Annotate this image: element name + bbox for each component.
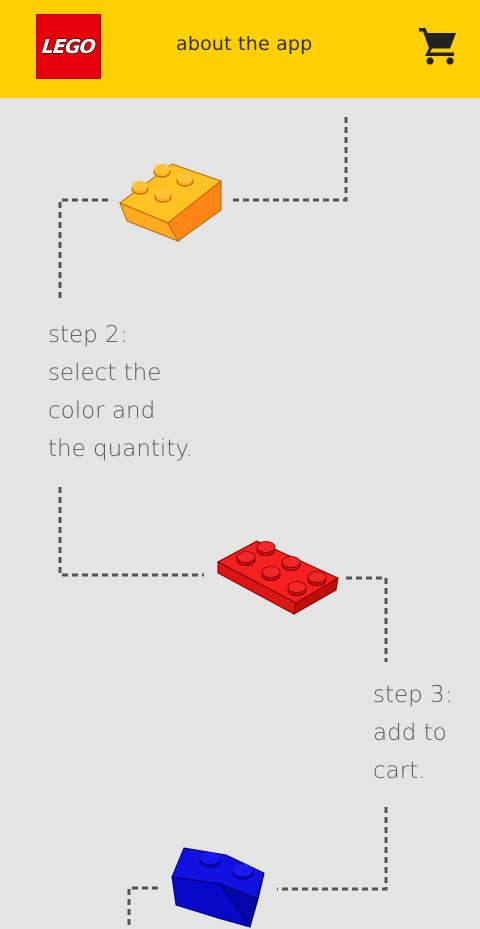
step-2-line: step 2: bbox=[48, 322, 128, 348]
blue-brick-icon bbox=[171, 847, 265, 929]
connector-line-1 bbox=[233, 117, 348, 202]
top-header: LEGO about the app bbox=[0, 0, 480, 98]
step-2-line: color and bbox=[48, 398, 156, 424]
step-2-line: select the bbox=[48, 360, 162, 386]
step-3-text: step 3: add to cart. bbox=[373, 676, 452, 790]
step-2-text: step 2: select the color and the quantit… bbox=[48, 316, 193, 468]
step-3-line: add to bbox=[373, 720, 447, 746]
connector-line-6 bbox=[127, 886, 158, 929]
connector-line-5 bbox=[277, 807, 388, 891]
step-3-line: cart. bbox=[373, 758, 426, 784]
cart-icon[interactable] bbox=[417, 24, 459, 66]
red-brick-icon bbox=[216, 540, 340, 615]
page-title-link[interactable]: about the app bbox=[176, 33, 313, 55]
lego-logo[interactable]: LEGO bbox=[36, 14, 101, 79]
connector-line-3 bbox=[58, 487, 204, 577]
step-3-line: step 3: bbox=[373, 682, 453, 708]
connector-line-4 bbox=[346, 576, 388, 662]
orange-brick-icon bbox=[119, 163, 223, 242]
step-2-line: the quantity. bbox=[48, 436, 193, 462]
connector-line-2 bbox=[58, 198, 108, 298]
